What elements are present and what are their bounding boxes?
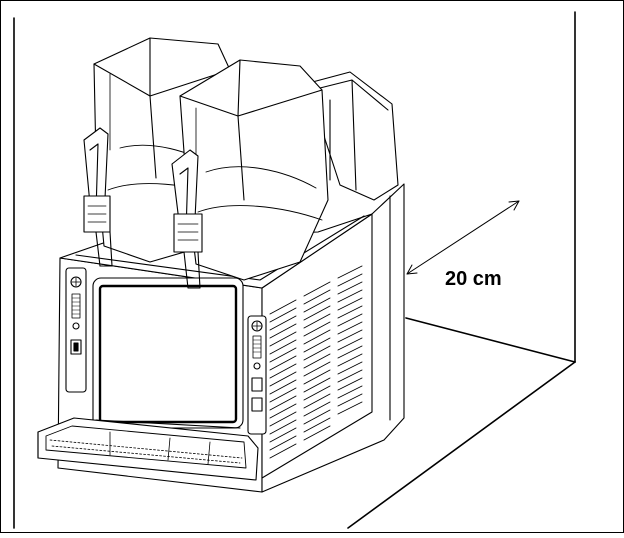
clearance-arrow — [406, 200, 520, 275]
drip-tray — [37, 417, 259, 481]
front-display-window — [92, 277, 244, 429]
floor-back-edge — [405, 317, 576, 363]
right-switch-icon-2 — [251, 397, 263, 412]
left-control-panel — [65, 267, 87, 393]
wall-lines — [13, 11, 576, 529]
right-knob-icon — [251, 320, 263, 332]
left-knob-icon — [70, 276, 82, 288]
right-switch-icon-1 — [251, 377, 263, 392]
slush-machine — [37, 37, 405, 493]
side-vents — [269, 265, 363, 459]
tap-right — [171, 149, 203, 289]
left-switch-icon — [70, 339, 82, 355]
clearance-dimension-label: 20 cm — [445, 268, 502, 290]
floor-right-edge — [347, 361, 576, 529]
tap-left — [83, 127, 113, 267]
right-control-panel — [247, 315, 267, 435]
